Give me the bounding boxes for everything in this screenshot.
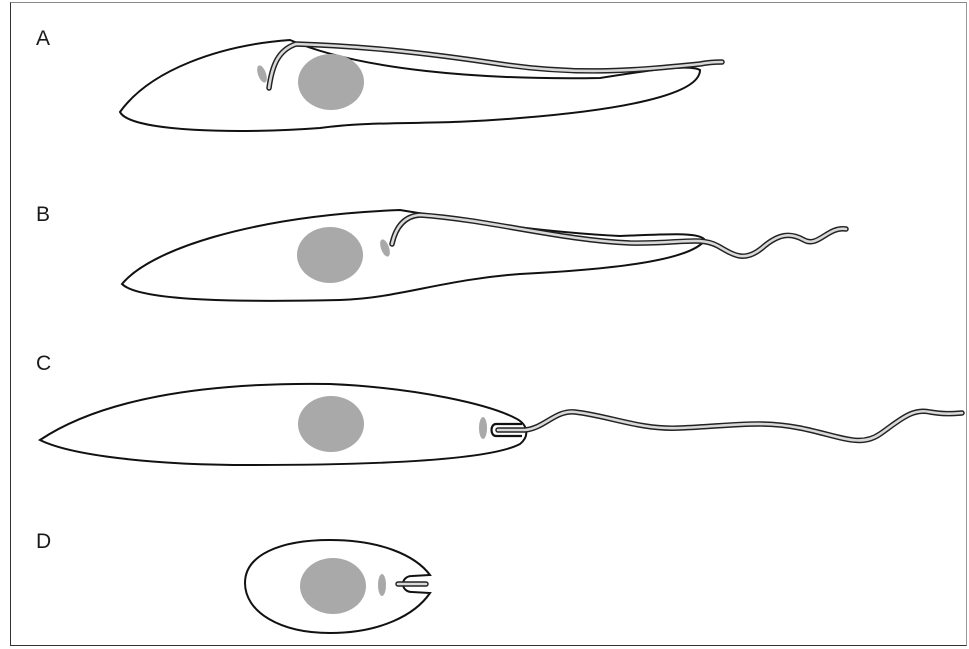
panel-c-flagellum-core (498, 411, 962, 440)
panel-d-nucleus (300, 558, 366, 614)
panel-b-nucleus (297, 227, 363, 283)
panel-b-label: B (36, 203, 50, 226)
panel-d: D (36, 530, 430, 633)
panel-c-kinetoplast (479, 417, 487, 439)
panel-a: A (36, 27, 722, 131)
panel-b: B (36, 203, 846, 301)
panel-d-kinetoplast (378, 574, 386, 596)
panel-d-label: D (36, 530, 51, 553)
panel-a-label: A (36, 27, 50, 50)
panel-c: C (36, 352, 962, 465)
panel-c-nucleus (298, 396, 364, 452)
panel-c-label: C (36, 352, 51, 375)
panel-c-cell-body (40, 384, 526, 465)
panel-a-nucleus (298, 54, 364, 110)
panel-b-cell-body (122, 210, 705, 301)
